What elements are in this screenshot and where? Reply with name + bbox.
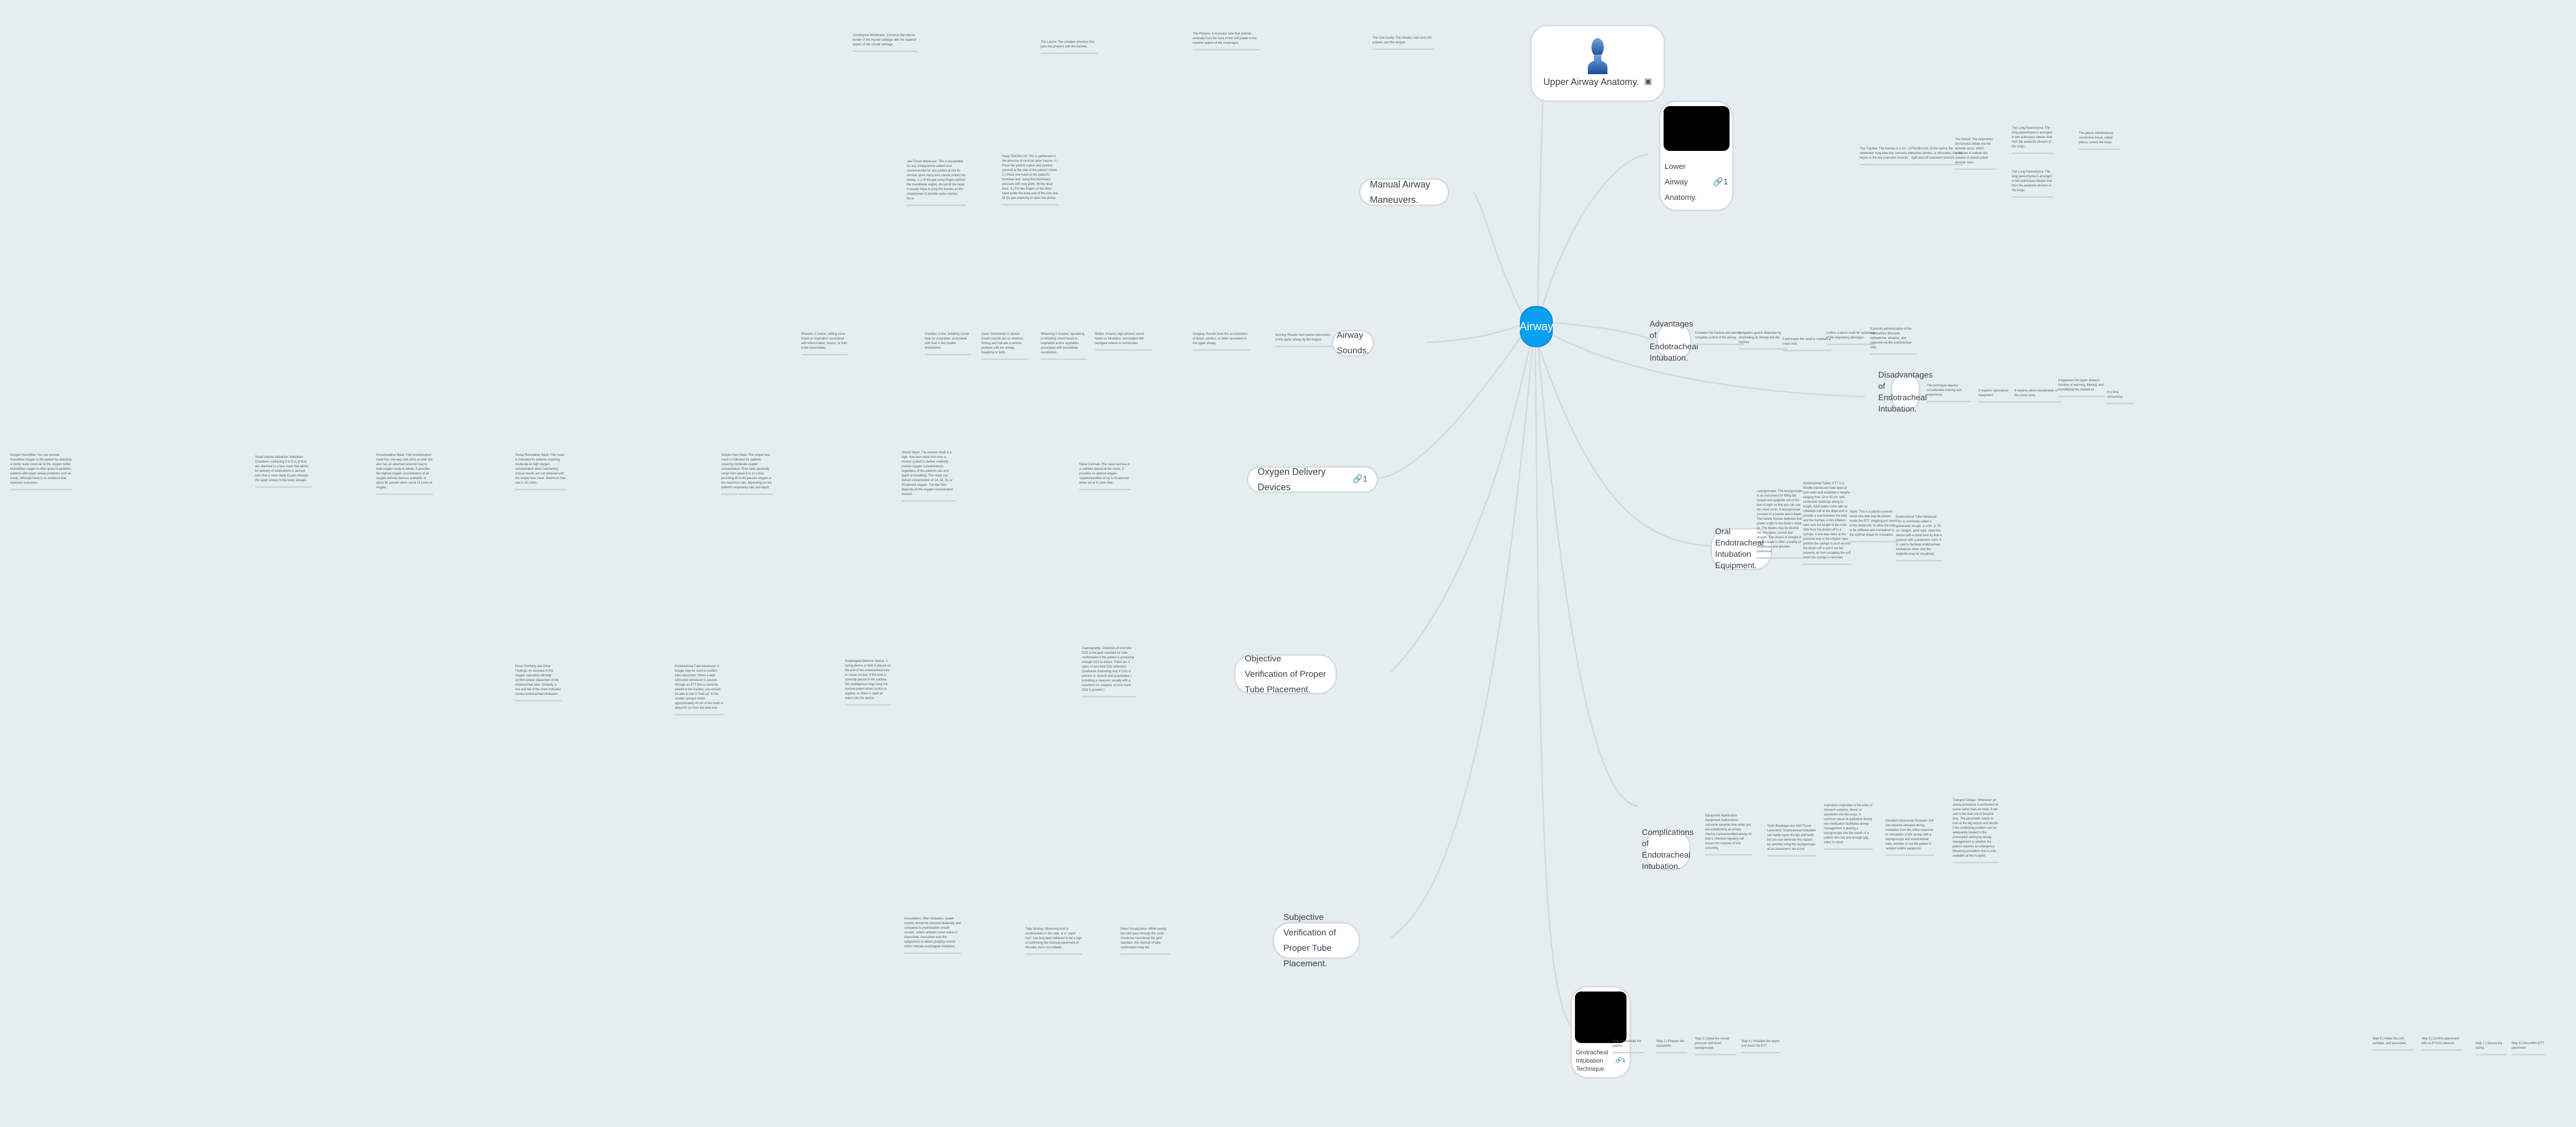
complication-leaf[interactable]: Tooth Breakage and Soft-Tissue Laceratio… <box>1767 824 1816 857</box>
technique-step-leaf[interactable]: Step 8.) Reconfirm ETT placement. <box>2512 1041 2545 1055</box>
topic-lower-airway-anatomy[interactable]: Lower Airway Anatomy. 🔗1 <box>1659 100 1734 211</box>
oxygen-device-leaf[interactable]: Oxygen Humidifier: You can provide humid… <box>10 453 72 490</box>
image-attachment-icon[interactable]: ▣ <box>1644 77 1652 86</box>
topic-label: Orotracheal Intubation Technique. <box>1576 1049 1608 1072</box>
equipment-leaf[interactable]: Endotracheal Tubes: ETT is a flexible tr… <box>1803 482 1852 565</box>
person-silhouette-icon <box>1588 38 1607 74</box>
topic-label: Oxygen Delivery Devices <box>1258 467 1326 492</box>
subjective-verification-leaf[interactable]: Tube Misting: Observing mist or condensa… <box>1025 927 1082 955</box>
airway-sound-leaf[interactable]: Stridor: A harsh, high-pitched sound hea… <box>1095 332 1151 351</box>
technique-step-leaf[interactable]: Step 6.) Confirm placement with an ETCO2… <box>2421 1037 2463 1051</box>
topic-label: Airway Sounds. <box>1336 330 1369 355</box>
topic-label: Objective Verification of Proper Tube Pl… <box>1245 654 1326 694</box>
topic-label: Complications of Endotracheal Intubation… <box>1641 828 1694 871</box>
lower-anatomy-leaf[interactable]: The Alveoli: The respiratory bronchioles… <box>1955 138 1996 170</box>
topic-upper-airway-anatomy[interactable]: Upper Airway Anatomy. ▣ <box>1530 25 1665 102</box>
link-icon[interactable]: 🔗1 <box>1352 475 1367 484</box>
topic-label: Advantages of Endotracheal Intubation. <box>1649 320 1699 363</box>
topic-oxygen-delivery-devices[interactable]: Oxygen Delivery Devices 🔗1 <box>1247 466 1378 493</box>
oxygen-device-leaf[interactable]: Simple Face Mask: The simple face mask i… <box>721 453 773 495</box>
link-icon[interactable]: 🔗1 <box>1615 1057 1625 1064</box>
topic-label: Subjective Verification of Proper Tube P… <box>1283 912 1336 968</box>
airway-sound-leaf[interactable]: Wheezing A musical, squeaking, or whistl… <box>1041 332 1087 360</box>
equipment-leaf[interactable]: Endotracheal Tube Introducer: This is co… <box>1896 515 1942 561</box>
topic-complications[interactable]: Complications of Endotracheal Intubation… <box>1641 828 1694 871</box>
disadvantage-leaf[interactable]: It is time consuming. <box>2107 390 2133 404</box>
complication-leaf[interactable]: Transport Delays: Whenever an airway pro… <box>1953 798 1999 863</box>
airway-sound-leaf[interactable]: Gurgling: Results from the accumulation … <box>1193 332 1249 351</box>
technique-step-leaf[interactable]: Step 7.) Secure the tubing. <box>2476 1041 2506 1055</box>
advantage-leaf[interactable]: It permits administration of the medicat… <box>1870 327 1917 355</box>
topic-label: Manual Airway Maneuvers. <box>1370 179 1431 205</box>
objective-verification-leaf[interactable]: Endotracheal Tube Introducer: A bougie m… <box>675 664 724 715</box>
link-icon[interactable]: 🔗1 <box>1713 178 1728 186</box>
upper-anatomy-leaf[interactable]: The Larynx: The complex structure that j… <box>1041 40 1097 54</box>
technique-step-leaf[interactable]: Step 2.) Prepare the equipment. <box>1656 1039 1687 1053</box>
equipment-leaf[interactable]: Laryngoscope: The laryngoscope is an ins… <box>1757 489 1803 559</box>
topic-image <box>1663 106 1730 151</box>
objective-verification-leaf[interactable]: Pulse Oximetry and Other Findings: An in… <box>515 664 562 702</box>
topic-image <box>1575 992 1626 1043</box>
technique-step-leaf[interactable]: Step 5.) Inflate the cuff, ventilate, an… <box>2372 1037 2414 1051</box>
objective-verification-leaf[interactable]: Capnography: Detection of end-tidal CO2 … <box>1082 646 1136 697</box>
objective-verification-leaf[interactable]: Esophageal Detector Device: A syring dev… <box>845 659 891 706</box>
topic-label: Oral Endotracheal Intubation Equipment. <box>1715 527 1764 570</box>
oxygen-device-leaf[interactable]: Venturi Mask: The venture mask is a high… <box>902 451 956 502</box>
manual-maneuver-leaf[interactable]: Jaw-Thrust Maneuver: This is acceptable … <box>907 160 966 206</box>
topic-subjective-verification[interactable]: Subjective Verification of Proper Tube P… <box>1273 912 1360 968</box>
central-topic-airway[interactable]: Airway <box>1519 306 1554 347</box>
disadvantage-leaf[interactable]: It requires direct visualization of the … <box>2014 389 2061 403</box>
lower-anatomy-leaf[interactable]: The Trachea: The trachea is a 10 - 12 ce… <box>1860 147 1914 165</box>
technique-step-leaf[interactable]: Step 3.) Apply the cricoid pressure and … <box>1695 1037 1736 1055</box>
technique-step-leaf[interactable]: Step 4.) Visualize the larynx and insert… <box>1741 1039 1780 1053</box>
complication-leaf[interactable]: Equipment Malfunction: Equipment malfunc… <box>1705 814 1752 856</box>
upper-anatomy-leaf[interactable]: The Oral Cavity: The cheeks, hard and so… <box>1372 36 1434 50</box>
lower-anatomy-leaf[interactable]: The Bronchi: At the carina, the trachea … <box>1911 147 1963 165</box>
lower-anatomy-leaf[interactable]: The Lung Parenchyma: The lung parenchyma… <box>2012 170 2053 198</box>
subjective-verification-leaf[interactable]: Direct Visualization: While seeing the t… <box>1121 927 1170 955</box>
lower-anatomy-leaf[interactable]: The pleura: Membranous connective tissue… <box>2079 131 2120 150</box>
technique-step-leaf[interactable]: Step 1.) Ventilate the patient. <box>1613 1039 1643 1053</box>
topic-orotracheal-technique[interactable]: Orotracheal Intubation Technique. 🔗1 <box>1570 986 1631 1079</box>
topic-airway-sounds[interactable]: Airway Sounds. <box>1332 330 1374 356</box>
advantage-leaf[interactable]: It offers a direct route for suctioning … <box>1826 331 1875 345</box>
upper-anatomy-leaf[interactable]: The Pharynx: A muscular tube that extend… <box>1193 32 1260 50</box>
manual-maneuver-leaf[interactable]: Head-Tilt/Chin-Lift: This is performed i… <box>1002 155 1059 206</box>
topic-label: Disadvantages of Endotracheal Intubation… <box>1878 370 1933 414</box>
upper-anatomy-leaf[interactable]: Circothyroid Membrane: Connects the infe… <box>853 33 917 52</box>
disadvantage-leaf[interactable]: It requires specialized equipment. <box>1978 389 2014 403</box>
disadvantage-leaf[interactable]: The technique requires considerable trai… <box>1927 384 1971 402</box>
airway-sound-leaf[interactable]: Crackles: A fine, bubbling sound hear on… <box>925 332 971 355</box>
airway-sound-leaf[interactable]: Rhonchi: A coarse, rattling noise heard … <box>801 332 848 355</box>
topic-advantages[interactable]: Advantages of Endotracheal Intubation. <box>1650 320 1698 363</box>
airway-sound-leaf[interactable]: Snoring: Results from partial obstructio… <box>1275 333 1332 347</box>
complication-leaf[interactable]: Elevated Intracranial Pressure: ICP can … <box>1886 819 1935 856</box>
lower-anatomy-leaf[interactable]: The Lung Parenchyma: The lung parenchyma… <box>2012 126 2053 154</box>
oxygen-device-leaf[interactable]: Nonrebreather Mask: The nonrebreather ma… <box>376 453 433 495</box>
equipment-leaf[interactable]: Stylet: This is a plastic-covered metal … <box>1850 510 1899 542</box>
topic-manual-airway-maneuvers[interactable]: Manual Airway Maneuvers. <box>1359 178 1449 206</box>
subjective-verification-leaf[interactable]: Auscultation: After intubation, breath s… <box>904 917 961 954</box>
advantage-leaf[interactable]: It eliminates the need to maintain a mas… <box>1783 337 1832 351</box>
oxygen-device-leaf[interactable]: Nasal Cannula: The nasal cannula is a ca… <box>1079 463 1131 490</box>
topic-disadvantages[interactable]: Disadvantages of Endotracheal Intubation… <box>1878 371 1933 414</box>
topic-oral-equipment[interactable]: Oral Endotracheal Intubation Equipment. <box>1710 527 1772 570</box>
complication-leaf[interactable]: Aspiration: Aspiration is the entry of s… <box>1824 804 1873 850</box>
airway-sound-leaf[interactable]: Quiet: Diminished or absent breath sound… <box>981 332 1028 360</box>
oxygen-device-leaf[interactable]: Partial Rebreather Mask: This mask is in… <box>515 453 567 490</box>
advantage-leaf[interactable]: It isolates the trachea and permits comp… <box>1695 331 1744 345</box>
disadvantage-leaf[interactable]: It bypasses the upper airway's function … <box>2058 379 2105 397</box>
central-topic-label: Airway <box>1519 320 1554 333</box>
advantage-leaf[interactable]: It impedes gastric distention by channel… <box>1739 331 1788 350</box>
topic-label: Lower Airway Anatomy. <box>1665 162 1697 202</box>
topic-objective-verification[interactable]: Objective Verification of Proper Tube Pl… <box>1234 654 1337 694</box>
topic-label: Upper Airway Anatomy. <box>1543 77 1639 87</box>
oxygen-device-leaf[interactable]: Small-Volume Nebulizer: Nebulizer Chambe… <box>255 455 312 488</box>
